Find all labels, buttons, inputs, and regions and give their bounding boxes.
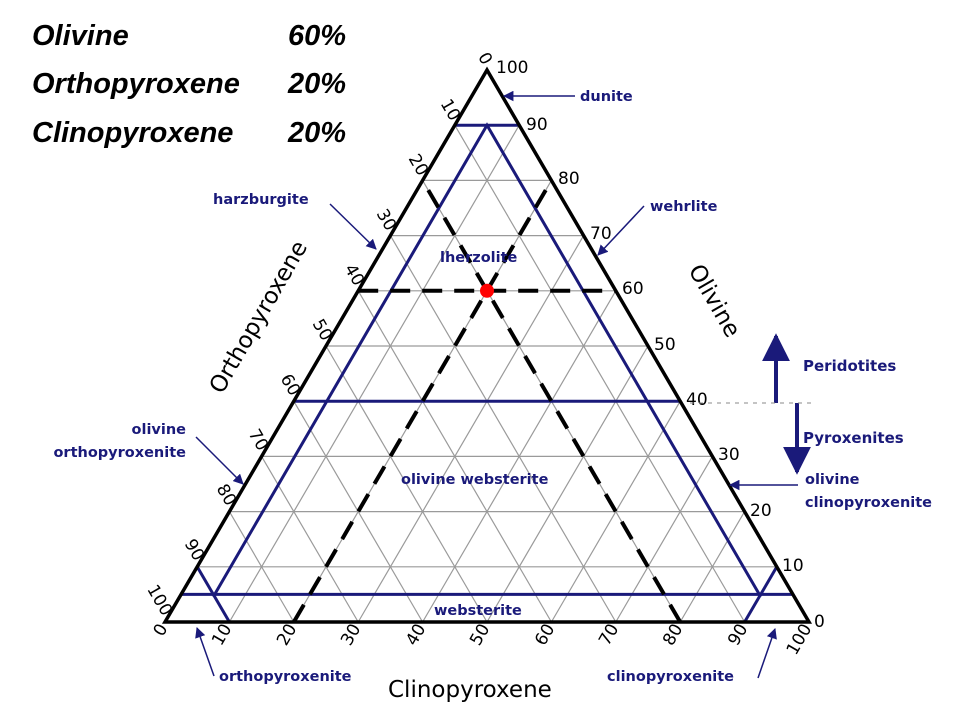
svg-text:60: 60 (276, 371, 304, 400)
svg-text:20: 20 (273, 621, 301, 650)
svg-text:10: 10 (208, 621, 236, 650)
wehrlite-arrow-icon (597, 205, 645, 256)
guide-orthopyroxene-20 (420, 179, 682, 624)
composition-label: Olivine (32, 20, 129, 52)
svg-text:40: 40 (340, 261, 368, 290)
svg-text:60: 60 (531, 621, 559, 650)
orthopyroxene-axis-title: Orthopyroxene (205, 236, 313, 398)
harzburgite-label: harzburgite (213, 192, 309, 208)
svg-text:20: 20 (404, 151, 432, 180)
svg-text:80: 80 (212, 481, 240, 510)
svg-text:80: 80 (659, 621, 687, 650)
orthopyroxene-axis-ticks: 0 10 20 30 40 50 60 70 80 90 100 (142, 49, 496, 619)
olivine-axis-ticks: 100 90 80 70 60 50 40 30 20 10 0 (496, 58, 825, 632)
svg-text:10: 10 (436, 96, 464, 125)
svg-text:20: 20 (750, 501, 772, 521)
olivine-websterite-label: olivine websterite (401, 472, 549, 488)
svg-text:100: 100 (783, 621, 817, 659)
svg-text:50: 50 (308, 316, 336, 345)
svg-text:10: 10 (782, 556, 804, 576)
svg-text:70: 70 (595, 621, 623, 650)
clinopyroxenite-label: clinopyroxenite (607, 669, 734, 685)
svg-text:0: 0 (814, 612, 825, 632)
wehrlite-label: wehrlite (650, 199, 718, 215)
composition-point-marker (480, 283, 494, 298)
olivine-orthopyroxenite-label-line2: orthopyroxenite (53, 445, 186, 461)
composition-label: Orthopyroxene (32, 68, 240, 100)
svg-text:70: 70 (244, 426, 272, 455)
dunite-label: dunite (580, 89, 633, 105)
olivine-orthopyroxenite-arrow-icon (195, 436, 244, 485)
olivine-orthopyroxenite-label-line1: olivine (132, 422, 187, 438)
composition-value: 60% (288, 20, 347, 52)
websterite-label: websterite (434, 603, 522, 619)
svg-text:90: 90 (526, 115, 548, 135)
pyroxenites-label: Pyroxenites (803, 429, 904, 447)
lherzolite-label: lherzolite (440, 250, 518, 266)
clinopyroxene-axis-ticks: 0 10 20 30 40 50 60 70 80 90 100 (150, 621, 817, 659)
composition-value: 20% (288, 68, 347, 100)
olivine-axis-title: Olivine (683, 260, 745, 342)
field-boundaries (181, 122, 793, 623)
svg-text:30: 30 (718, 445, 740, 465)
svg-text:50: 50 (654, 335, 676, 355)
svg-text:100: 100 (496, 58, 528, 78)
orthopyroxenite-label: orthopyroxenite (219, 669, 352, 685)
orthopyroxenite-arrow-icon (195, 627, 215, 677)
svg-text:30: 30 (372, 206, 400, 235)
svg-text:30: 30 (337, 621, 365, 650)
composition-value: 20% (288, 117, 347, 149)
svg-text:60: 60 (622, 279, 644, 299)
svg-text:70: 70 (590, 224, 612, 244)
svg-text:90: 90 (180, 536, 208, 565)
svg-text:50: 50 (466, 621, 494, 650)
composition-label: Clinopyroxene (32, 117, 234, 149)
svg-text:40: 40 (402, 621, 430, 650)
peridotites-label: Peridotites (803, 357, 896, 375)
olivine-clinopyroxenite-label-line2: clinopyroxenite (805, 495, 932, 511)
clinopyroxenite-arrow-icon (757, 628, 777, 679)
svg-text:0: 0 (473, 49, 496, 68)
harzburgite-arrow-icon (329, 203, 377, 250)
svg-text:40: 40 (686, 390, 708, 410)
clinopyroxene-axis-title: Clinopyroxene (388, 677, 552, 703)
triangle-frame (161, 66, 813, 624)
olivine-clinopyroxenite-label-line1: olivine (805, 472, 860, 488)
guide-clinopyroxene-20 (292, 179, 554, 624)
svg-text:90: 90 (724, 621, 752, 650)
svg-text:80: 80 (558, 169, 580, 189)
